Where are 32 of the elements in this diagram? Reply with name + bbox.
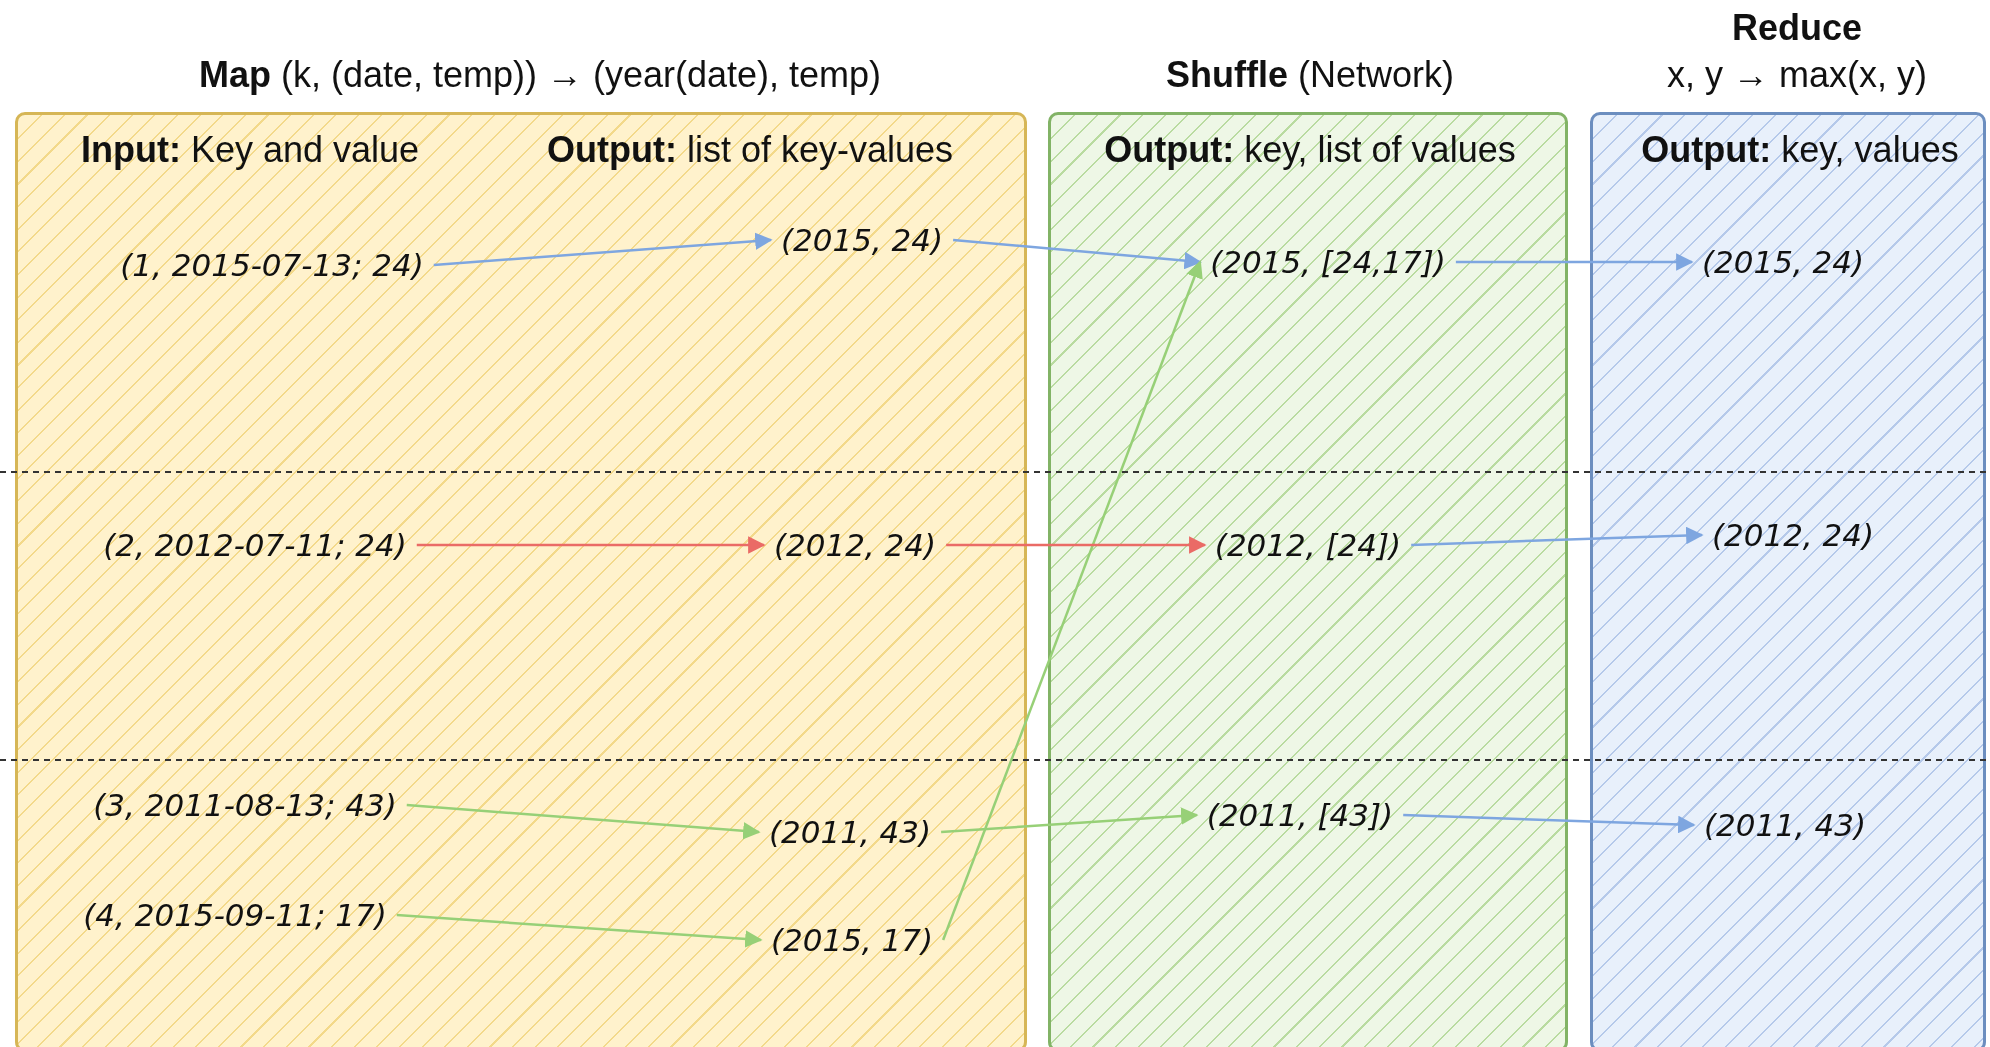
key-value-pair: (2, 2012-07-11; 24): [93, 523, 417, 567]
function-label: x, y → max(x, y): [1667, 54, 1927, 96]
column-heading: Input: Key and value: [80, 129, 420, 171]
key-value-pair: (2015, 24): [1691, 240, 1875, 284]
key-value-pair: (1, 2015-07-13; 24): [110, 243, 434, 287]
key-value-pair: (4, 2015-09-11; 17): [73, 893, 397, 937]
column-heading: Output: key, values: [1641, 129, 1959, 171]
arrow: [396, 913, 763, 948]
arrow: [941, 260, 1203, 941]
arrow: [406, 803, 761, 840]
column-heading: Output: list of key-values: [547, 129, 953, 171]
column-heading: Output: key, list of values: [1104, 129, 1516, 171]
key-value-pair: (2011, 43): [758, 810, 942, 854]
arrow: [953, 238, 1202, 270]
arrow: [416, 536, 766, 554]
arrow: [433, 232, 773, 267]
arrow: [1403, 813, 1696, 834]
stage-heading: Shuffle (Network): [1166, 54, 1454, 96]
stage-heading: Map (k, (date, temp)) → (year(date), temp): [198, 54, 882, 96]
arrow: [1411, 526, 1704, 547]
key-value-pair: (2015, 24): [770, 218, 954, 262]
key-value-pair: (2012, 24): [1701, 513, 1885, 557]
key-value-pair: (2012, 24): [763, 523, 947, 567]
arrow: [1455, 253, 1694, 271]
key-value-pair: (2015, [24,17]): [1200, 240, 1456, 284]
key-value-pair: (2015, 17): [760, 918, 944, 962]
key-value-pair: (2012, [24]): [1204, 523, 1412, 567]
arrow: [941, 807, 1199, 834]
key-value-pair: (2011, [43]): [1196, 793, 1404, 837]
key-value-pair: (3, 2011-08-13; 43): [83, 783, 407, 827]
key-value-pair: (2011, 43): [1693, 803, 1877, 847]
stage-heading: Reduce: [1732, 7, 1862, 49]
